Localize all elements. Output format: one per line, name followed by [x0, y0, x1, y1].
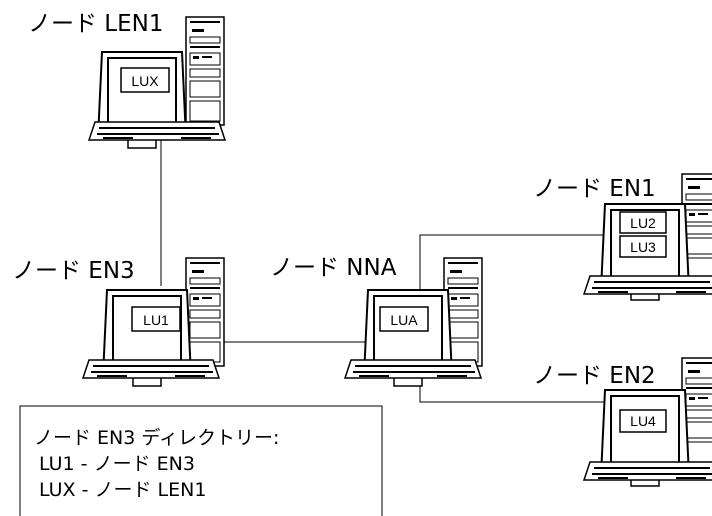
- node-nna-label: ノード NNA: [270, 255, 397, 281]
- node-en2: ノード EN2 LU4: [533, 357, 712, 487]
- node-len1: ノード LEN1 LUX: [28, 11, 226, 149]
- node-en3-label: ノード EN3: [12, 258, 135, 284]
- node-en1-label: ノード EN1: [533, 176, 656, 202]
- lu-label-lux: LUX: [131, 73, 159, 89]
- lu-box-lux: [120, 67, 170, 93]
- directory-box: ノード EN3 ディレクトリー: LU1 - ノード EN3 LUX - ノード…: [19, 405, 383, 516]
- lu-label-lua: LUA: [390, 312, 418, 328]
- directory-entry-lu1: LU1 - ノード EN3: [39, 453, 195, 475]
- node-en3: ノード EN3 LU1: [12, 257, 225, 387]
- lu-box-lu4: [619, 409, 667, 433]
- lu-label-lu4: LU4: [630, 413, 656, 429]
- lu-box-lua: [379, 306, 429, 332]
- lu-box-lu2: [619, 211, 667, 234]
- lu-box-lu1: [131, 306, 181, 332]
- link-nna-en1: [419, 234, 610, 291]
- directory-title: ノード EN3 ディレクトリー:: [34, 427, 279, 449]
- lu-label-lu3: LU3: [630, 239, 656, 255]
- directory-entry-lux: LUX - ノード LEN1: [39, 479, 206, 501]
- lu-label-lu2: LU2: [630, 215, 656, 231]
- node-en2-label: ノード EN2: [533, 363, 656, 389]
- lu-label-lu1: LU1: [143, 312, 169, 328]
- node-len1-label: ノード LEN1: [28, 11, 164, 37]
- lu-box-lu3: [619, 235, 667, 258]
- node-nna: ノード NNA LUA: [270, 255, 483, 387]
- node-en1: ノード EN1 LU2 LU3: [533, 173, 712, 301]
